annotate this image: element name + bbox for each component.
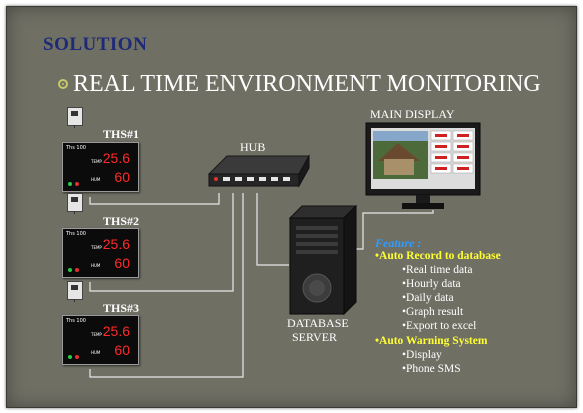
network-cables	[89, 193, 434, 378]
cable-ths1	[89, 193, 220, 205]
temperature-value: 25.6	[102, 323, 130, 339]
ths-display-unit: Ths 100 TEMP HUM 25.6 60	[62, 142, 139, 192]
alarm-led-icon	[75, 268, 79, 272]
unit-brand: Ths 100	[66, 145, 86, 151]
slide-heading: SOLUTION	[43, 34, 148, 55]
feature-title: Feature :	[375, 236, 422, 250]
feature-group-heading: •Auto Warning System	[375, 335, 488, 347]
alarm-led-icon	[75, 182, 79, 186]
temperature-value: 25.6	[102, 150, 130, 166]
hub-label: HUB	[240, 140, 266, 154]
ths-display-unit: Ths 100 TEMP HUM 25.6 60	[62, 315, 139, 365]
ths-label: THS#3	[103, 301, 140, 315]
server-tower-icon	[288, 204, 358, 316]
title-bullet-icon	[58, 79, 68, 89]
slide-frame: SOLUTION REAL TIME ENVIRONMENT MONITORIN…	[6, 6, 577, 408]
temp-tag: TEMP	[91, 332, 102, 337]
feature-item: •Hourly data	[402, 278, 461, 290]
feature-group-heading: •Auto Record to database	[375, 250, 501, 262]
humidity-value: 60	[114, 342, 130, 358]
server-label-line2: SERVER	[292, 330, 338, 344]
feature-item: •Real time data	[402, 264, 473, 276]
feature-item: •Daily data	[402, 292, 454, 304]
status-led-icon	[68, 182, 72, 186]
temp-tag: TEMP	[91, 159, 102, 164]
hum-tag: HUM	[91, 177, 101, 182]
unit-brand: Ths 100	[66, 318, 86, 324]
hum-tag: HUM	[91, 263, 101, 268]
hub-device-icon	[207, 154, 310, 188]
sensor-probe-icon	[67, 281, 83, 302]
main-display-label: MAIN DISPLAY	[370, 107, 455, 121]
cable-ths3	[89, 193, 244, 378]
cable-display	[349, 210, 434, 250]
server-label-line1: DATABASE	[287, 316, 349, 330]
ths-display-unit: Ths 100 TEMP HUM 25.6 60	[62, 228, 139, 278]
feature-item: •Export to excel	[402, 320, 477, 332]
feature-item: •Graph result	[402, 306, 464, 318]
feature-item: •Display	[402, 349, 442, 361]
status-led-icon	[68, 268, 72, 272]
unit-brand: Ths 100	[66, 231, 86, 237]
temperature-value: 25.6	[102, 236, 130, 252]
temp-tag: TEMP	[91, 245, 102, 250]
slide-title: REAL TIME ENVIRONMENT MONITORING	[73, 71, 541, 97]
cable-ths2	[89, 193, 234, 292]
cable-server	[256, 193, 289, 266]
humidity-value: 60	[114, 255, 130, 271]
sensor-probe-icon	[67, 107, 83, 128]
humidity-value: 60	[114, 169, 130, 185]
alarm-led-icon	[75, 355, 79, 359]
feature-item: •Phone SMS	[402, 363, 461, 375]
ths-label: THS#2	[103, 214, 140, 228]
status-led-icon	[68, 355, 72, 359]
hum-tag: HUM	[91, 350, 101, 355]
sensor-probe-icon	[67, 193, 83, 214]
monitor-icon	[365, 122, 481, 209]
ths-label: THS#1	[103, 127, 140, 141]
